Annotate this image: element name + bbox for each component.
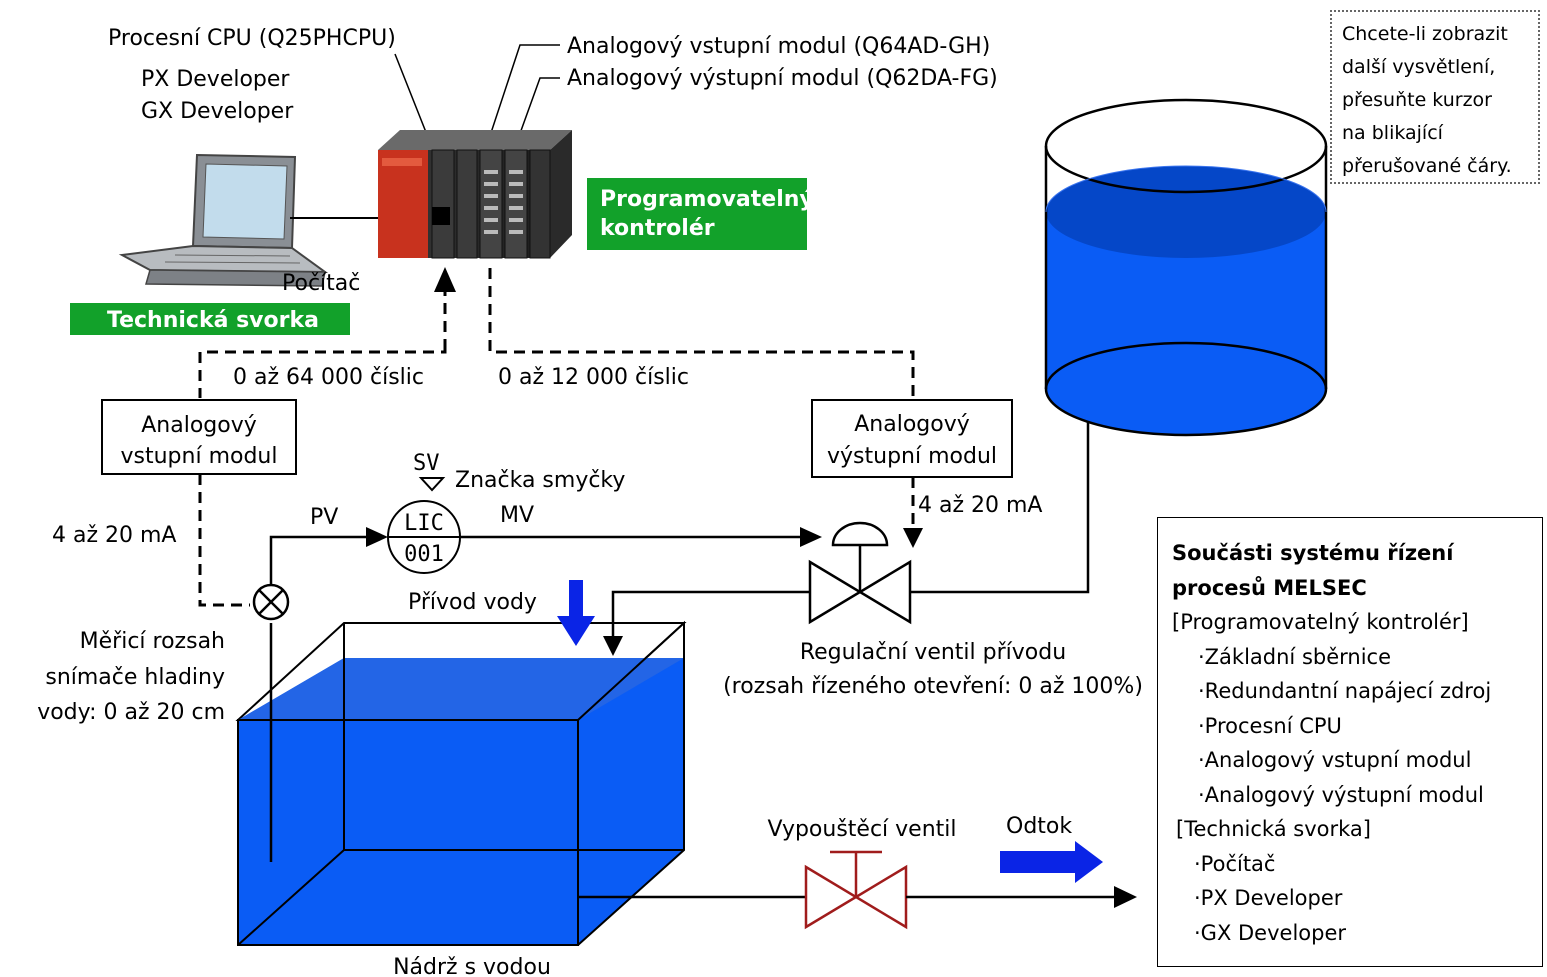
current-output-label: 4 až 20 mA <box>918 493 1042 518</box>
sensor-signal-line[interactable] <box>198 474 250 607</box>
control-valve-icon[interactable] <box>808 521 912 625</box>
drain-valve-label: Vypouštěcí ventil <box>767 817 956 842</box>
current-input-label: 4 až 20 mA <box>52 523 176 548</box>
legend-title-line1: Součásti systému řízení <box>1172 541 1454 565</box>
hint-box: Chcete-li zobrazit další vysvětlení, pře… <box>1330 10 1540 184</box>
legend-item: ·Základní sběrnice <box>1198 644 1392 669</box>
hint-line: přerušované čáry. <box>1342 155 1512 177</box>
drain-arrow <box>1000 841 1103 883</box>
supply-cylinder-tank <box>1044 98 1328 437</box>
legend-group-terminal: [Technická svorka] <box>1176 817 1371 841</box>
components-legend: Součásti systému řízení procesů MELSEC [… <box>1157 517 1543 967</box>
analog-output-model-label: Analogový výstupní modul (Q62DA-FG) <box>567 66 998 91</box>
lic-label: LIC <box>404 511 444 536</box>
water-supply-arrow <box>557 580 595 646</box>
legend-item: ·Analogový vstupní modul <box>1198 748 1472 772</box>
loop-tag-label: Značka smyčky <box>455 468 625 493</box>
plc-badge-line2: kontrolér <box>600 216 715 241</box>
laptop-icon <box>118 153 329 287</box>
analog-input-box[interactable] <box>101 399 297 475</box>
pv-label: PV <box>310 505 338 530</box>
legend-item: ·GX Developer <box>1194 920 1347 945</box>
plc-badge <box>587 178 807 250</box>
ai-box-line1: Analogový <box>141 413 257 438</box>
plc-icon <box>378 130 572 259</box>
sv-triangle <box>418 477 446 492</box>
ao-box-line1: Analogový <box>854 412 970 437</box>
water-tank <box>235 620 687 946</box>
analog-output-box[interactable] <box>811 399 1013 478</box>
range-input-label: 0 až 64 000 číslic <box>233 365 424 390</box>
control-valve-line2: (rozsah řízeného otevření: 0 až 100%) <box>723 674 1143 699</box>
legend-group-plc: [Programovatelný kontrolér] <box>1172 610 1469 634</box>
supply-pipe <box>910 410 1090 594</box>
input-arrowhead <box>434 267 456 292</box>
hint-line: další vysvětlení, <box>1342 56 1496 78</box>
lic-number: 001 <box>404 542 444 567</box>
analog-input-model-label: Analogový vstupní modul (Q64AD-GH) <box>567 34 990 59</box>
water-tank-label: Nádrž s vodou <box>393 955 551 977</box>
plc-badge-line1: Programovatelný <box>600 187 814 212</box>
level-sensor-line3: vody: 0 až 20 cm <box>37 700 225 725</box>
legend-item: ·Procesní CPU <box>1198 713 1342 738</box>
drain-valve-icon[interactable] <box>804 850 908 930</box>
level-sensor-line2: snímače hladiny <box>45 665 225 690</box>
legend-title-line2: procesů MELSEC <box>1172 575 1367 600</box>
level-sensor-icon[interactable] <box>252 583 290 621</box>
px-developer-label: PX Developer <box>141 67 290 92</box>
hint-line: na blikající <box>1342 122 1443 144</box>
hint-line: Chcete-li zobrazit <box>1342 23 1508 45</box>
range-output-label: 0 až 12 000 číslic <box>498 365 689 390</box>
ao-box-line2: výstupní modul <box>827 444 997 469</box>
legend-item: ·PX Developer <box>1194 886 1343 910</box>
engineering-terminal-label: Technická svorka <box>107 308 319 333</box>
mv-label: MV <box>500 503 534 528</box>
level-sensor-line1: Měřicí rozsah <box>80 629 225 654</box>
ai-box-line2: vstupní modul <box>121 444 278 469</box>
drain-label: Odtok <box>1006 814 1072 839</box>
engineering-terminal-badge <box>70 303 350 335</box>
gx-developer-label: GX Developer <box>141 99 294 124</box>
control-valve-line1: Regulační ventil přívodu <box>800 640 1066 665</box>
water-supply-label: Přívod vody <box>408 590 537 615</box>
computer-label: Počítač <box>282 271 360 296</box>
output-signal-line[interactable] <box>488 268 915 400</box>
process-cpu-label: Procesní CPU (Q25PHCPU) <box>108 26 396 51</box>
legend-item: ·Počítač <box>1194 851 1276 876</box>
legend-item: ·Redundantní napájecí zdroj <box>1198 679 1492 703</box>
legend-item: ·Analogový výstupní modul <box>1198 782 1484 807</box>
sv-label: SV <box>413 451 440 476</box>
hint-line: přesuňte kurzor <box>1342 89 1492 111</box>
